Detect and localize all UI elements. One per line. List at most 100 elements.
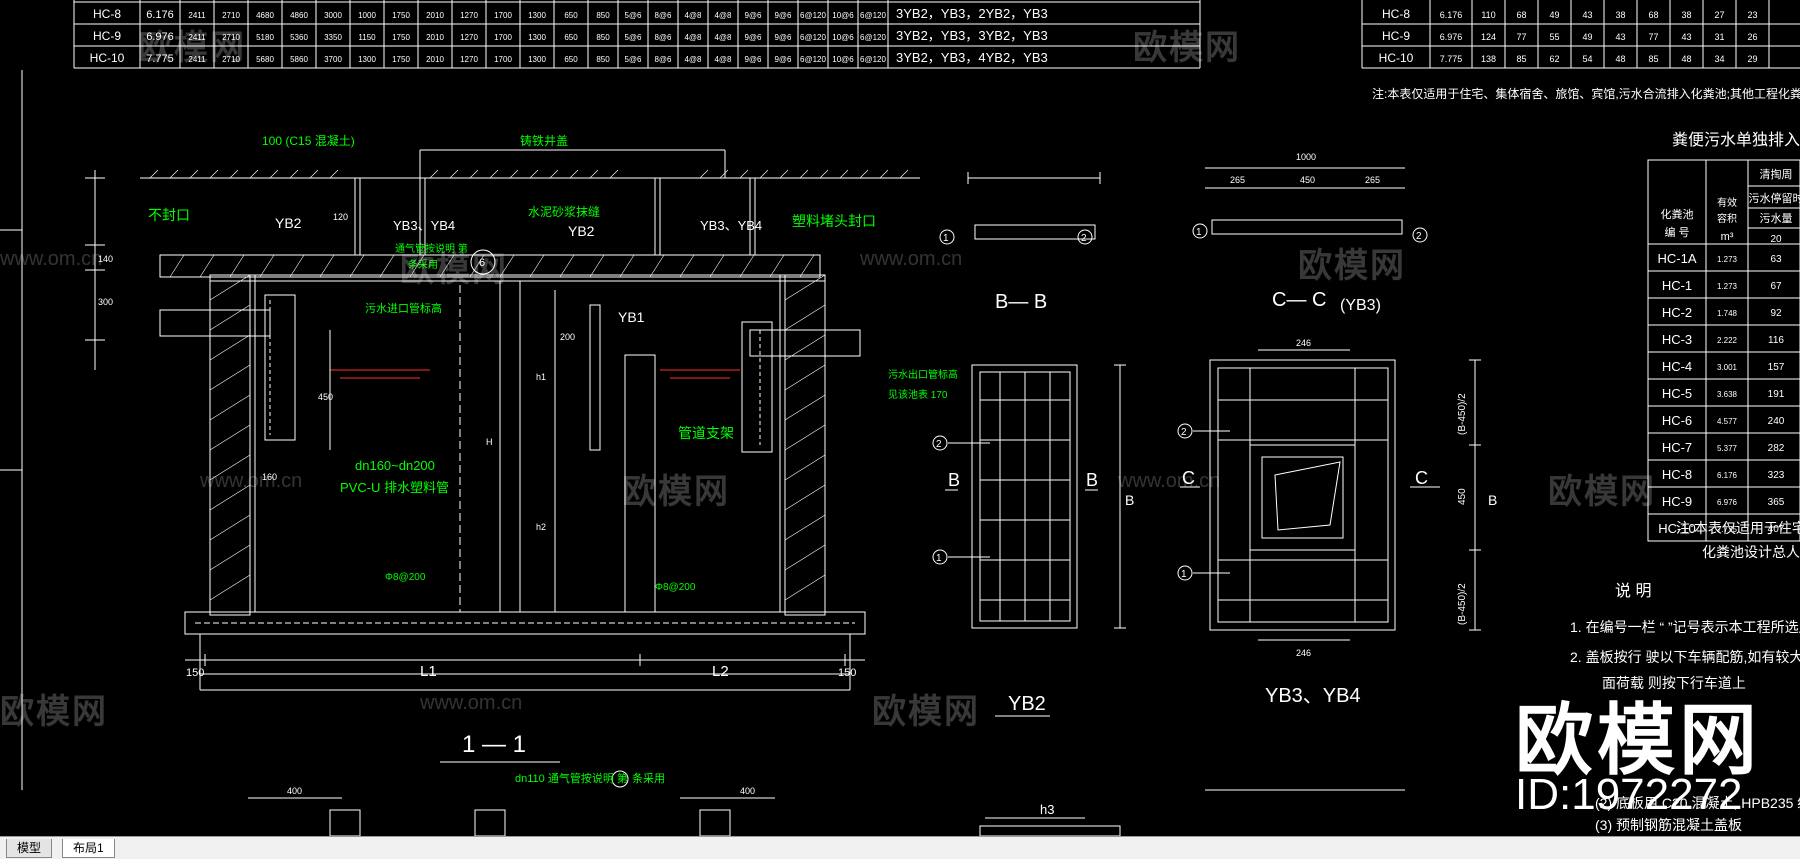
label-vent: 通气管按说明 第 bbox=[395, 242, 468, 255]
top-table-yb: 3YB2，YB3，4YB2，YB3 bbox=[896, 50, 1048, 65]
top-table-cell: 2411 bbox=[188, 11, 206, 20]
right-table-id: HC-3 bbox=[1662, 332, 1692, 347]
top-table-cell: 1270 bbox=[460, 11, 478, 20]
top-right-table-cell: 138 bbox=[1481, 54, 1496, 64]
top-table-vol: 7.775 bbox=[146, 53, 174, 65]
top-table-cell: 1750 bbox=[392, 11, 410, 20]
top-right-table-cell: 23 bbox=[1747, 10, 1757, 20]
top-table-cell: 2411 bbox=[188, 55, 206, 64]
top-right-table-cell: 31 bbox=[1714, 32, 1724, 42]
top-right-table-cell: 26 bbox=[1747, 32, 1757, 42]
top-right-table-cell: 27 bbox=[1714, 10, 1724, 20]
label-d150a: 150 bbox=[186, 667, 204, 679]
top-table-cell: 10@6 bbox=[832, 33, 854, 42]
top-table-id: HC-8 bbox=[93, 7, 121, 21]
top-table-cell: 3700 bbox=[324, 55, 342, 64]
cc-c1: 1 bbox=[1196, 227, 1202, 238]
top-table-cell: 4@8 bbox=[714, 11, 732, 20]
top-right-note: 注:本表仅适用于住宅、集体宿舍、旅馆、宾馆,污水合流排入化粪池;其他工程化粪池设… bbox=[1372, 86, 1800, 101]
label-dh2: h2 bbox=[536, 522, 546, 532]
top-right-table-cell: 48 bbox=[1681, 54, 1691, 64]
right-table-val: 191 bbox=[1768, 389, 1785, 400]
top-table-cell: 850 bbox=[596, 33, 610, 42]
top-table-cell: 2710 bbox=[222, 33, 240, 42]
top-table-cell: 650 bbox=[564, 55, 578, 64]
cc-dim: 1000 bbox=[1296, 152, 1316, 162]
top-table-cell: 2010 bbox=[426, 33, 444, 42]
top-table-vol: 6.176 bbox=[146, 9, 174, 21]
right-table-val: 63 bbox=[1770, 254, 1782, 265]
top-table-cell: 650 bbox=[564, 11, 578, 20]
top-right-table-cell: 62 bbox=[1549, 54, 1559, 64]
top-table-cell: 2010 bbox=[426, 55, 444, 64]
top-table-cell: 8@6 bbox=[654, 55, 672, 64]
right-table-val: 365 bbox=[1768, 497, 1785, 508]
right-table-val: 92 bbox=[1770, 308, 1782, 319]
top-table-cell: 850 bbox=[596, 11, 610, 20]
layout-tab-bar: 模型 布局1 bbox=[0, 836, 1800, 859]
top-table-cell: 3000 bbox=[324, 11, 342, 20]
top-right-table-cell: 49 bbox=[1549, 10, 1559, 20]
label-outlet1: 污水出口管标高 bbox=[888, 368, 958, 381]
notes-item: 2. 盖板按行 驶以下车辆配筋,如有较大车辆通行时 bbox=[1570, 649, 1800, 665]
yb34-c1: 1 bbox=[1181, 569, 1187, 580]
right-table-id: HC-9 bbox=[1662, 494, 1692, 509]
top-table-cell: 1300 bbox=[528, 55, 546, 64]
label-rebar1: Φ8@200 bbox=[385, 572, 426, 583]
right-table-header: 清掏周 bbox=[1760, 167, 1793, 181]
top-table-cell: 6@120 bbox=[800, 11, 826, 20]
top-table-id: HC-9 bbox=[93, 29, 121, 43]
section-1-1 bbox=[85, 150, 920, 787]
top-table-cell: 5@6 bbox=[624, 11, 642, 20]
top-table-cell: 650 bbox=[564, 33, 578, 42]
yb2-title: YB2 bbox=[1008, 693, 1046, 715]
cc-c2: 2 bbox=[1416, 231, 1422, 242]
top-table-cell: 6@120 bbox=[860, 55, 886, 64]
label-dh: H bbox=[486, 437, 493, 447]
top-table-cell: 9@6 bbox=[774, 33, 792, 42]
top-table-cell: 6@120 bbox=[860, 33, 886, 42]
right-table-id: HC-7 bbox=[1662, 440, 1692, 455]
yb34-d246b: 246 bbox=[1296, 648, 1311, 658]
top-table-cell: 1300 bbox=[358, 55, 376, 64]
top-table-cell: 3350 bbox=[324, 33, 342, 42]
top-right-table-cell: 43 bbox=[1681, 32, 1691, 42]
right-table-id: HC-5 bbox=[1662, 386, 1692, 401]
bottom-opt2: 条采用 bbox=[632, 771, 665, 785]
right-table-val: 67 bbox=[1770, 281, 1782, 292]
right-note1: 注:本表仅适用于住宅、集体宿 bbox=[1676, 520, 1800, 536]
top-table-yb: 3YB2，YB3，3YB2，YB3 bbox=[896, 28, 1048, 43]
tab-model[interactable]: 模型 bbox=[6, 839, 52, 858]
right-table-header: m³ bbox=[1721, 231, 1734, 243]
notes-title: 说 明 bbox=[1615, 582, 1651, 600]
bottom-d400b: 400 bbox=[740, 786, 755, 796]
section-1-1-labels: 100 (C15 混凝土) 铸铁井盖 不封口 YB2 YB3、YB4 水泥砂浆抹… bbox=[98, 133, 958, 758]
top-table-cell: 2010 bbox=[426, 11, 444, 20]
yb34-side1: (B-450)/2 bbox=[1457, 393, 1468, 435]
top-table-cell: 5360 bbox=[290, 33, 308, 42]
label-yb2-mid: YB2 bbox=[568, 223, 595, 239]
top-right-table-cell: 6.976 bbox=[1440, 32, 1463, 42]
top-right-table-cell: 38 bbox=[1615, 10, 1625, 20]
yb34-mark-c: C bbox=[1182, 468, 1195, 488]
label-d160: 160 bbox=[262, 472, 277, 482]
top-right-table-id: HC-8 bbox=[1382, 7, 1410, 21]
top-table-cell: 4@8 bbox=[714, 33, 732, 42]
bottom-d400a: 400 bbox=[287, 786, 302, 796]
top-right-table-cell: 6.176 bbox=[1440, 10, 1463, 20]
top-table-cell: 1150 bbox=[358, 33, 376, 42]
label-pipe-size: dn160~dn200 bbox=[355, 458, 435, 473]
top-right-table-cell: 68 bbox=[1516, 10, 1526, 20]
yb2-dim-b: B bbox=[1125, 492, 1134, 508]
top-table-cell: 1700 bbox=[494, 33, 512, 42]
top-right-table-cell: 68 bbox=[1648, 10, 1658, 20]
top-table-cell: 5@6 bbox=[624, 55, 642, 64]
top-table-cell: 1000 bbox=[358, 11, 376, 20]
top-table-cell: 5680 bbox=[256, 55, 274, 64]
top-table-cell: 6@120 bbox=[800, 55, 826, 64]
tab-layout1[interactable]: 布局1 bbox=[62, 839, 115, 858]
top-right-table-cell: 110 bbox=[1481, 10, 1495, 20]
right-table-id: HC-2 bbox=[1662, 305, 1692, 320]
right-table-val: 240 bbox=[1768, 416, 1785, 427]
top-table-cell: 4860 bbox=[290, 11, 308, 20]
